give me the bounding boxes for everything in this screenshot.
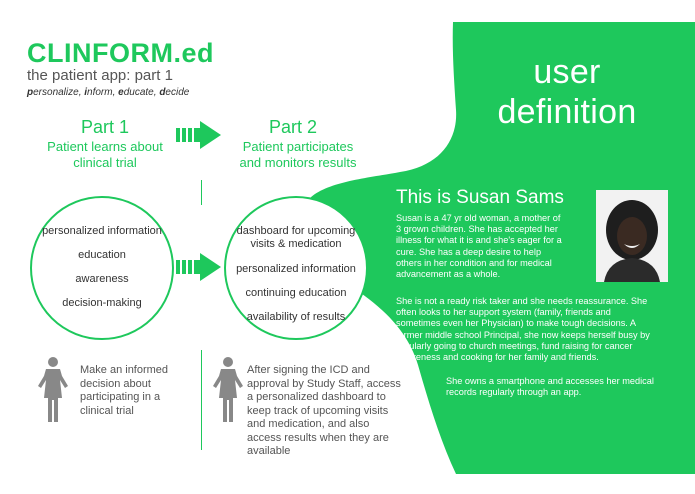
- list-item: continuing education: [245, 287, 347, 299]
- persona-bio-paragraph-1: Susan is a 47 yr old woman, a mother of …: [396, 213, 562, 280]
- part1-description: Patient learns about clinical trial: [47, 139, 163, 170]
- arrow-right-icon: [176, 253, 221, 281]
- list-item: personalized information: [236, 263, 356, 275]
- list-item: education: [78, 249, 126, 261]
- persona-bio-paragraph-3: She owns a smartphone and accesses her m…: [446, 376, 654, 398]
- part2-note: After signing the ICD and approval by St…: [247, 364, 401, 457]
- list-item: dashboard for upcoming visits & medicati…: [236, 225, 356, 250]
- persona-portrait-icon: [596, 190, 668, 282]
- list-item: awareness: [75, 273, 129, 285]
- list-item: personalized information: [42, 225, 162, 237]
- app-subtitle: the patient app: part 1: [27, 67, 173, 84]
- persona-bio-paragraph-2: She is not a ready risk taker and she ne…: [396, 296, 650, 363]
- list-item: decision-making: [62, 297, 142, 309]
- part1-note: Make an informed decision about particip…: [80, 364, 169, 417]
- part1-title: Part 1: [80, 117, 130, 137]
- app-logo: CLINFORM.ed: [27, 38, 214, 68]
- divider-top: [201, 180, 202, 205]
- person-icon: [38, 357, 68, 422]
- person-icon: [213, 357, 243, 422]
- persona-photo: [596, 190, 668, 282]
- part1-circle: personalized information education aware…: [30, 196, 174, 340]
- user-definition-heading: user definition: [497, 53, 637, 131]
- part2-title: Part 2: [268, 117, 318, 137]
- arrow-right-icon: [176, 121, 221, 149]
- part2-circle: dashboard for upcoming visits & medicati…: [224, 196, 368, 340]
- divider-bottom: [201, 350, 202, 450]
- list-item: availability of results: [246, 311, 346, 323]
- app-tagline: personalize, inform, educate, decide: [27, 87, 190, 98]
- persona-title: This is Susan Sams: [396, 187, 564, 208]
- part2-description: Patient participates and monitors result…: [239, 139, 357, 170]
